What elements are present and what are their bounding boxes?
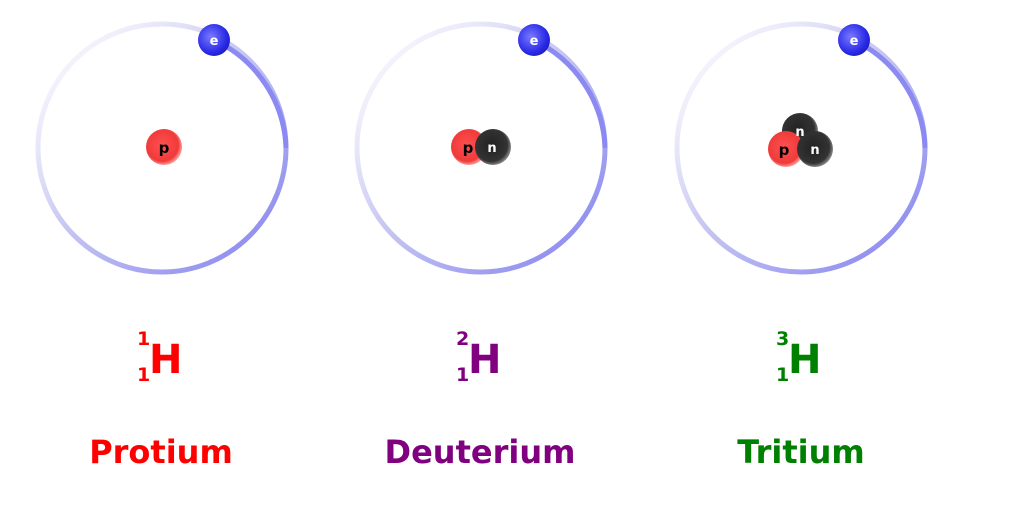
element-symbol: H [788, 337, 821, 383]
orbit-trail [212, 37, 289, 149]
neutron-label: n [810, 143, 819, 158]
isotope-notation-protium: 1 1 H [137, 328, 182, 386]
neutron-particle [475, 129, 511, 165]
proton-particle [146, 129, 182, 165]
neutron-label: n [487, 141, 496, 156]
isotope-notation-tritium: 3 1 H [776, 328, 821, 386]
isotope-name-tritium: Tritium [737, 433, 864, 471]
atomic-number: 1 [137, 364, 150, 386]
atomic-number: 1 [456, 364, 469, 386]
atom-protium: p e [35, 21, 289, 275]
neutron-particle [797, 131, 833, 167]
mass-number: 1 [137, 328, 150, 350]
isotope-name-deuterium: Deuterium [385, 433, 576, 471]
neutron-label: n [795, 125, 804, 140]
proton-label: p [779, 141, 790, 159]
electron-label: e [530, 34, 539, 49]
electron-particle [518, 24, 550, 56]
electron-particle [198, 24, 230, 56]
isotope-notation-deuterium: 2 1 H [456, 328, 501, 386]
element-symbol: H [149, 337, 182, 383]
element-symbol: H [468, 337, 501, 383]
proton-label: p [159, 139, 170, 157]
atom-tritium: n p n e [674, 21, 928, 275]
atomic-number: 1 [776, 364, 789, 386]
mass-number: 2 [456, 328, 469, 350]
isotope-name-protium: Protium [89, 433, 233, 471]
proton-particle [768, 131, 804, 167]
mass-number: 3 [776, 328, 789, 350]
electron-particle [838, 24, 870, 56]
atom-deuterium: p n e [354, 21, 608, 275]
proton-label: p [463, 139, 474, 157]
electron-label: e [210, 34, 219, 49]
electron-label: e [850, 34, 859, 49]
